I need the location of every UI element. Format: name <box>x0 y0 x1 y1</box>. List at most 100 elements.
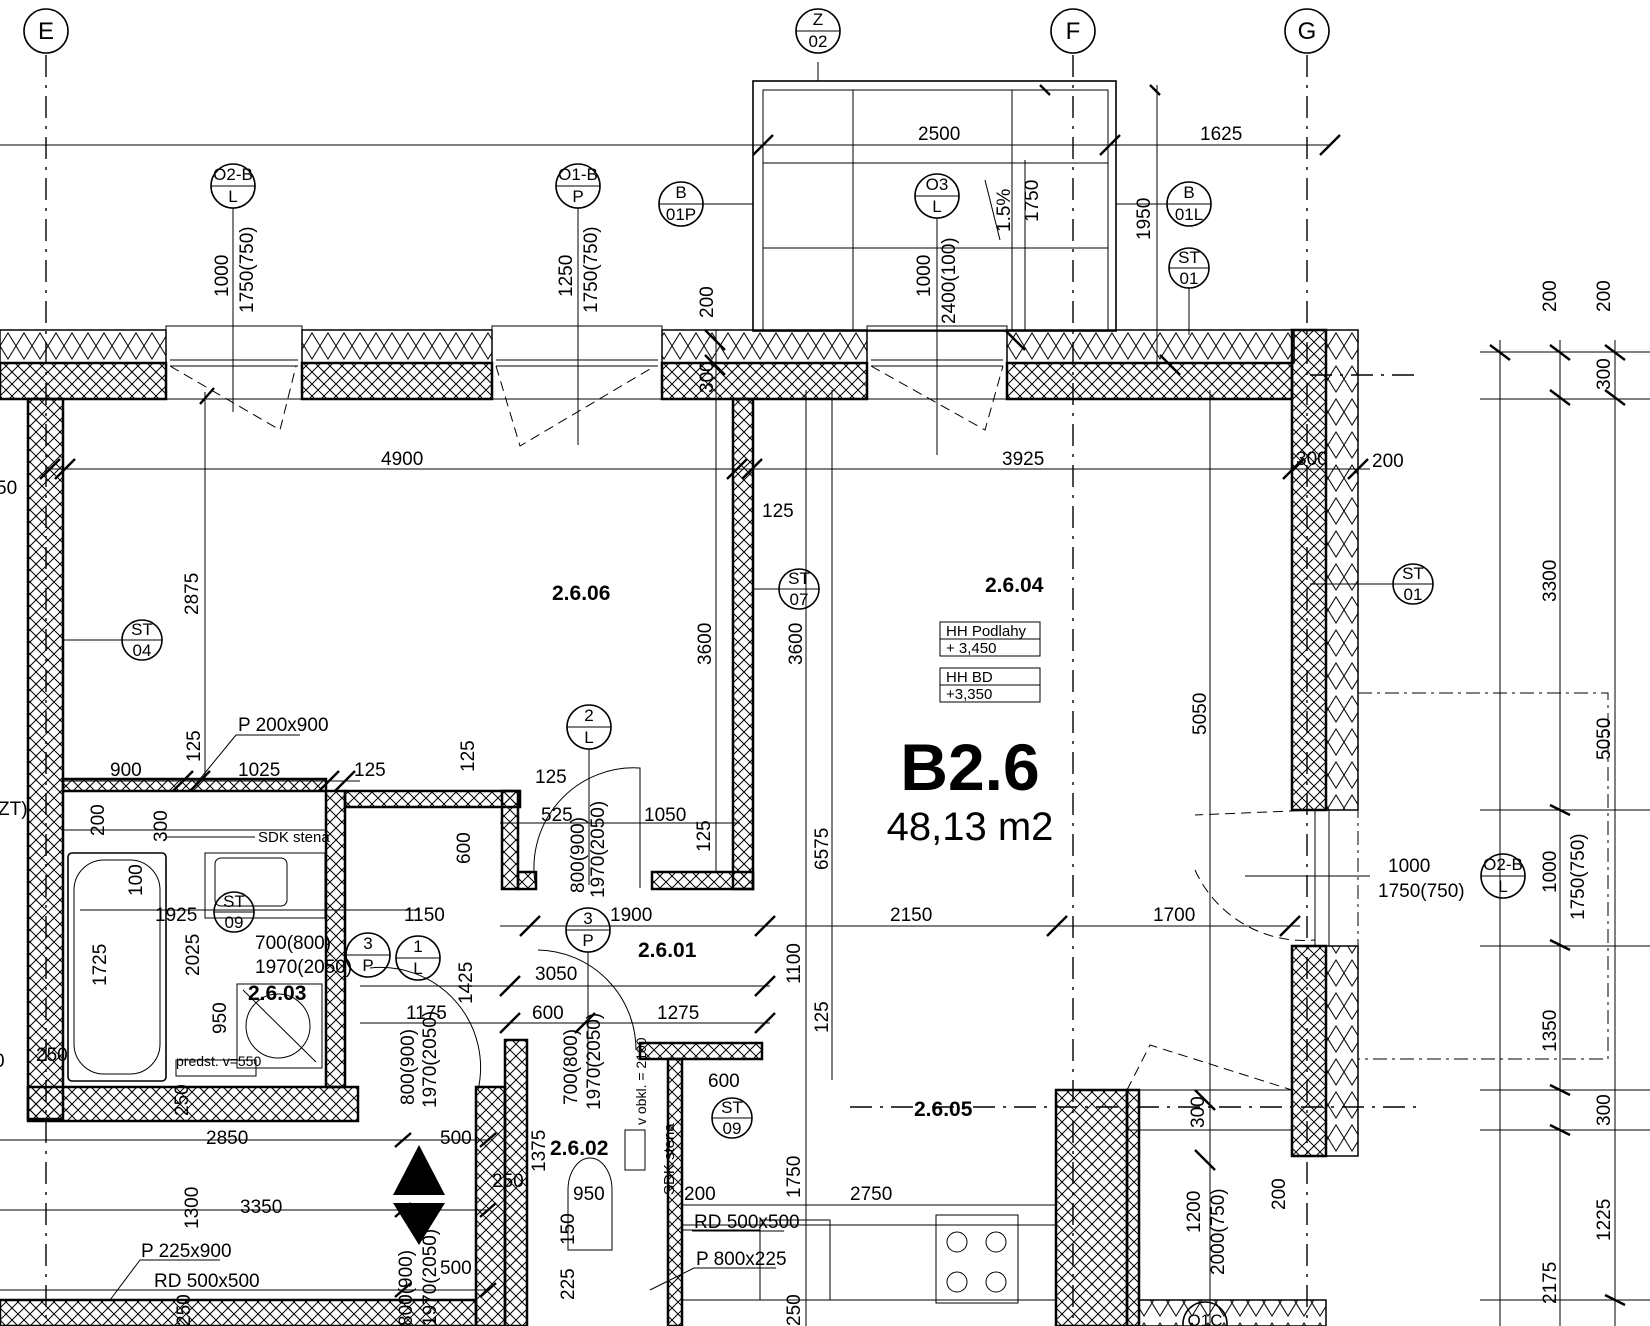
plan-text: 4900 <box>381 449 423 470</box>
marker-3p-b: 3 P <box>345 932 391 978</box>
plan-text: 02 <box>809 32 828 51</box>
plan-text: 300 <box>1296 449 1328 470</box>
axis-label-e: E <box>38 18 54 45</box>
plan-text: HH Podlahy <box>946 623 1027 640</box>
plan-text: 250 <box>172 1084 193 1116</box>
plan-text: +3,350 <box>946 686 992 703</box>
plan-text: L <box>932 197 941 216</box>
plan-text: 3350 <box>240 1197 282 1218</box>
plan-text: 125 <box>762 501 794 522</box>
plan-text: P 200x900 <box>238 715 329 736</box>
plan-text: 500 <box>440 1128 472 1149</box>
plan-text: 01 <box>1180 269 1199 288</box>
plan-text: 01L <box>1175 205 1203 224</box>
plan-text: 3 <box>363 934 372 953</box>
plan-text: ST <box>721 1098 743 1117</box>
plan-text: 1225 <box>1594 1199 1615 1241</box>
plan-text: 900 <box>110 760 142 781</box>
plan-text: 250 <box>784 1294 805 1326</box>
plan-text: 1925 <box>155 905 197 926</box>
plan-text: 1175 <box>406 1003 447 1024</box>
plan-text: 600 <box>532 1003 564 1024</box>
plan-text: 1050 <box>644 805 686 826</box>
marker-st01-right: ST 01 <box>1310 563 1434 605</box>
marker-o1c: O1C <box>1182 1301 1228 1326</box>
plan-text: 1.5% <box>994 189 1015 232</box>
plan-text: 525 <box>541 805 573 826</box>
dimension-ticks <box>39 84 1626 1307</box>
notes: 1.5% SDK stena SDK stena v obkl. = 2100 … <box>0 179 1015 1301</box>
plan-text: O2-B <box>213 165 253 184</box>
plan-text: O1-B <box>558 165 598 184</box>
plan-text: 2175 <box>1540 1262 1561 1304</box>
plan-text: ST <box>1178 248 1200 267</box>
plan-text: 1750(750) <box>1568 833 1589 920</box>
plan-text: 300 <box>1594 358 1615 390</box>
plan-text: 800(900) <box>398 1029 419 1105</box>
level-boxes: HH Podlahy + 3,450 HH BD +3,350 <box>939 621 1041 703</box>
marker-o2b-2: O2-B L <box>1480 853 1526 899</box>
plan-text: 125 <box>354 760 386 781</box>
plan-text: 200 <box>88 804 109 836</box>
room-label-2-6-06: 2.6.06 <box>552 582 610 605</box>
plan-text: 800(900) <box>396 1250 417 1326</box>
plan-text: 1750(750) <box>237 226 258 313</box>
plan-text: ST <box>223 892 245 911</box>
plan-text: 125 <box>694 820 715 852</box>
plan-text: 6575 <box>812 828 833 870</box>
marker-st01-top: ST 01 <box>1168 247 1210 335</box>
plan-text: 200 <box>697 286 718 318</box>
marker-1l: 1 L <box>395 935 441 981</box>
plan-text: ST <box>788 569 810 588</box>
plan-text: 1350 <box>1540 1010 1561 1052</box>
plan-text: 3050 <box>535 964 577 985</box>
plan-text: 1970(2050) <box>255 957 352 978</box>
plan-text: RD 500x500 <box>694 1212 800 1233</box>
plan-text: 1750(750) <box>581 226 602 313</box>
plan-text: 500 <box>440 1258 472 1279</box>
plan-text: 1970(2050) <box>420 1229 441 1326</box>
plan-text: SDK stena <box>661 1123 678 1195</box>
plan-text: 1750 <box>784 1156 805 1198</box>
plan-text: 1375 <box>529 1130 550 1172</box>
plan-text: 1425 <box>456 962 477 1004</box>
plan-text: 1000 <box>212 255 233 297</box>
plan-text: ST <box>131 620 153 639</box>
plan-text: RD 500x500 <box>154 1271 260 1292</box>
plan-text: 2750 <box>850 1184 892 1205</box>
plan-text: 1700 <box>1153 905 1195 926</box>
marker-o3: O3 L <box>914 173 960 455</box>
plan-text: 700(800) <box>255 933 331 954</box>
room-label-2-6-05: 2.6.05 <box>914 1098 973 1121</box>
room-label-2-6-04: 2.6.04 <box>985 574 1044 597</box>
plan-text: 2150 <box>890 905 932 926</box>
plan-text: 300 <box>151 810 172 842</box>
plan-text: 600 <box>708 1071 740 1092</box>
plan-text: 2000(750) <box>1208 1188 1229 1275</box>
plan-text: ZT) <box>0 799 28 820</box>
plan-text: 2 <box>584 706 593 725</box>
room-label-2-6-03: 2.6.03 <box>248 982 306 1005</box>
walls <box>0 328 1359 1326</box>
plan-text: 3600 <box>695 623 716 665</box>
plan-text: 1950 <box>1134 198 1155 240</box>
plan-text: 1150 <box>404 905 445 926</box>
plan-text: 3300 <box>1540 560 1561 602</box>
marker-o1b: O1-B P <box>555 163 601 445</box>
plan-text: ST <box>1402 564 1424 583</box>
plan-text: 800(900) <box>568 817 589 893</box>
plan-text: 1250 <box>556 255 577 297</box>
plan-text: O1C <box>1188 1311 1223 1326</box>
plan-text: 07 <box>790 590 809 609</box>
plan-text: 2025 <box>183 934 204 976</box>
plan-text: 250 <box>174 1294 195 1326</box>
plan-text: 1200 <box>1184 1191 1205 1233</box>
plan-text: 09 <box>225 913 244 932</box>
plan-text: L <box>1498 877 1507 896</box>
plan-text: 1000 <box>1388 856 1430 877</box>
plan-text: 600 <box>454 832 475 864</box>
plan-text: 300 <box>1188 1096 1209 1128</box>
plan-text: 200 <box>684 1184 716 1205</box>
marker-st04: ST 04 <box>63 619 163 661</box>
